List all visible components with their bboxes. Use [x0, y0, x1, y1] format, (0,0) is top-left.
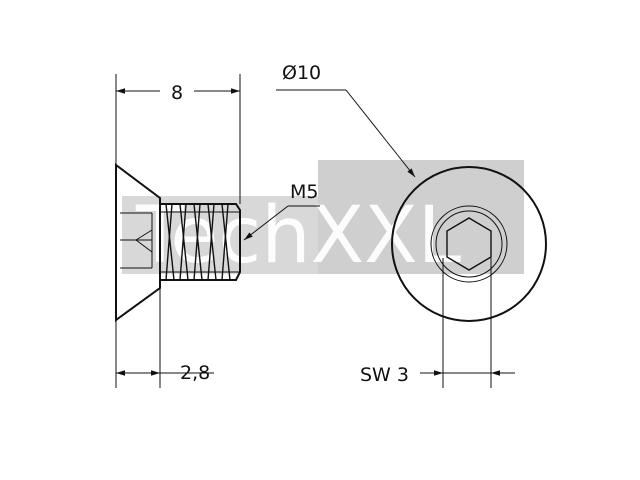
dim-label-head-diameter: Ø10	[282, 62, 321, 84]
dim-socket-size: SW 3	[360, 258, 515, 388]
thread-crests	[165, 203, 231, 281]
socket-hidden-line-6	[135, 239, 153, 253]
dim-label-head-height: 2,8	[180, 362, 210, 384]
dim-label-socket-size: SW 3	[360, 364, 409, 386]
dim-head-diameter: Ø10	[276, 62, 416, 178]
socket-outer-circle	[430, 205, 508, 283]
watermark-right-box	[318, 160, 524, 274]
hex-socket-icon	[446, 217, 492, 271]
dim-label-thread: M5	[290, 181, 318, 203]
thread-shank-outline	[160, 203, 241, 281]
head-circle	[391, 166, 547, 322]
leader-diameter	[345, 89, 416, 178]
side-view	[115, 163, 241, 322]
dim-label-overall-length: 8	[171, 82, 183, 104]
leader-thread	[243, 205, 289, 241]
front-view	[391, 166, 547, 322]
dim-head-height: 2,8	[115, 288, 214, 388]
socket-hidden-line-5	[135, 229, 153, 241]
dim-thread: M5	[243, 181, 320, 241]
watermark-left-box	[122, 196, 318, 274]
socket-chamfer-circle	[435, 210, 503, 278]
watermark: TechXXL	[122, 160, 524, 281]
dim-overall-length: 8	[115, 74, 241, 204]
